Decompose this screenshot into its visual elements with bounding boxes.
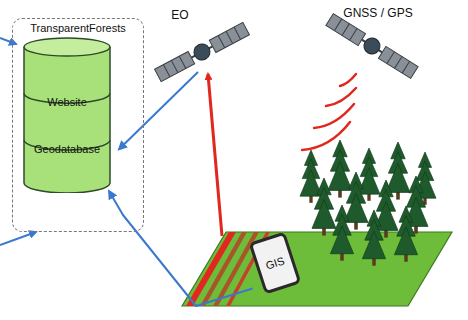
group-box: TransparentForestsWebsiteGeodatabase (12, 18, 144, 232)
satellite-label: GNSS / GPS (318, 2, 438, 24)
node-text: GNSS / GPS (343, 6, 412, 20)
satellite-label: EO (160, 4, 200, 26)
incoming-arrow (0, 232, 36, 245)
node-text: EO (171, 8, 188, 22)
connector-arrow (109, 191, 253, 306)
forest (300, 140, 436, 266)
uplink-arrow (208, 74, 222, 236)
connector-arrow (119, 72, 198, 149)
node-text: GIS (264, 254, 286, 271)
incoming-arrow (0, 38, 16, 44)
signal-waves (302, 74, 356, 150)
node-text: Website (17, 96, 117, 108)
gnss-satellite (325, 13, 418, 80)
node-text: Geodatabase (17, 143, 117, 155)
database-cylinder: WebsiteGeodatabase (17, 37, 117, 193)
eo-satellite (154, 21, 250, 82)
cylinder-outline (17, 37, 117, 193)
node-text: TransparentForests (30, 22, 126, 36)
